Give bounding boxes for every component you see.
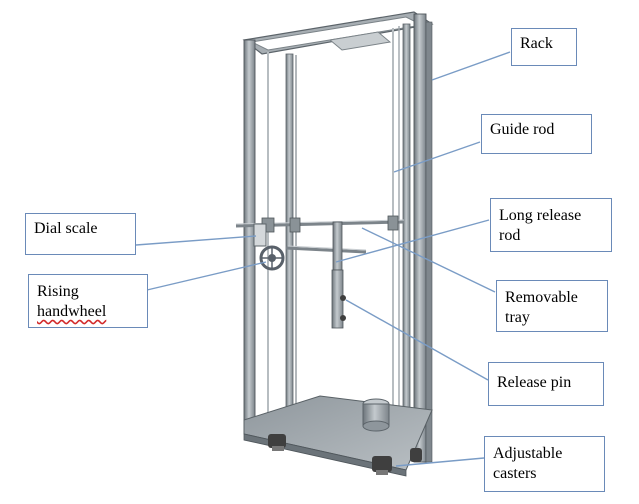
label-rising-handwheel-line2: handwheel xyxy=(37,303,107,320)
label-long-release-rod-line1: Long release xyxy=(499,207,582,224)
caster-wheels xyxy=(268,434,422,475)
label-rising-handwheel: Rising handwheel xyxy=(28,274,148,328)
label-removable-tray-line2: tray xyxy=(505,309,530,326)
leader-long-release-rod xyxy=(335,219,490,263)
label-dial-scale: Dial scale xyxy=(25,213,136,255)
label-rack-text: Rack xyxy=(520,35,553,52)
leader-release-pin xyxy=(345,299,489,381)
leader-adjustable-casters xyxy=(395,457,485,467)
label-release-pin-text: Release pin xyxy=(497,374,572,391)
dial-scale-and-handwheel xyxy=(253,223,285,271)
label-removable-tray: Removable tray xyxy=(496,280,608,332)
label-rising-handwheel-line1: Rising xyxy=(37,283,79,300)
label-adjustable-casters-line2: casters xyxy=(493,465,537,482)
label-adjustable-casters-line1: Adjustable xyxy=(493,445,563,462)
leader-removable-tray xyxy=(361,227,496,293)
label-release-pin: Release pin xyxy=(488,362,604,406)
leader-rack xyxy=(431,51,511,81)
leader-dial-scale xyxy=(135,235,257,246)
leader-rising-handwheel xyxy=(146,261,267,291)
label-adjustable-casters: Adjustable casters xyxy=(484,436,605,492)
removable-tray xyxy=(362,398,390,432)
label-dial-scale-text: Dial scale xyxy=(34,220,98,237)
label-rack: Rack xyxy=(511,28,577,66)
leader-lines xyxy=(135,51,511,467)
label-guide-rod: Guide rod xyxy=(481,114,592,154)
rack-frame xyxy=(242,11,434,463)
label-long-release-rod-line2: rod xyxy=(499,227,521,244)
label-long-release-rod: Long release rod xyxy=(490,198,612,252)
label-guide-rod-text: Guide rod xyxy=(490,121,555,138)
label-removable-tray-line1: Removable xyxy=(505,289,578,306)
leader-guide-rod xyxy=(393,141,481,173)
